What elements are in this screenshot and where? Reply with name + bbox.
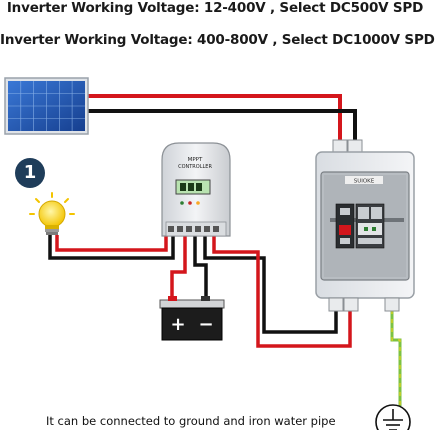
ground-icon [375, 404, 411, 430]
wires [48, 94, 402, 406]
battery: + − [159, 296, 225, 341]
header-line-2: Inverter Working Voltage: 400-800V , Sel… [0, 32, 435, 48]
mppt-controller: MPPT CONTROLLER [161, 142, 231, 237]
panel-negative-wire [88, 109, 357, 140]
solar-panel [4, 77, 89, 135]
battery-positive-symbol: + [170, 314, 185, 335]
step-badge: 1 [15, 158, 45, 188]
ground-note: It can be connected to ground and iron w… [46, 414, 336, 428]
panel-positive-wire [88, 94, 342, 140]
controller-negative-wire [203, 236, 338, 334]
combiner-brand: SUIOKE [354, 179, 375, 185]
battery-negative-symbol: − [198, 314, 213, 335]
controller-label-line2: CONTROLLER [178, 164, 212, 170]
battery-negative-wire [193, 236, 208, 300]
header-line-1: Inverter Working Voltage: 12-400V , Sele… [6, 0, 424, 16]
battery-positive-wire [170, 236, 187, 300]
bulb-icon [29, 192, 75, 235]
controller-label-line1: MPPT [188, 157, 203, 163]
lamp-negative-wire [48, 235, 175, 260]
spd-combiner-box: SUIOKE [315, 139, 415, 312]
controller-positive-wire [212, 236, 352, 348]
ground-wire [390, 310, 402, 406]
lamp-positive-wire [55, 235, 168, 252]
